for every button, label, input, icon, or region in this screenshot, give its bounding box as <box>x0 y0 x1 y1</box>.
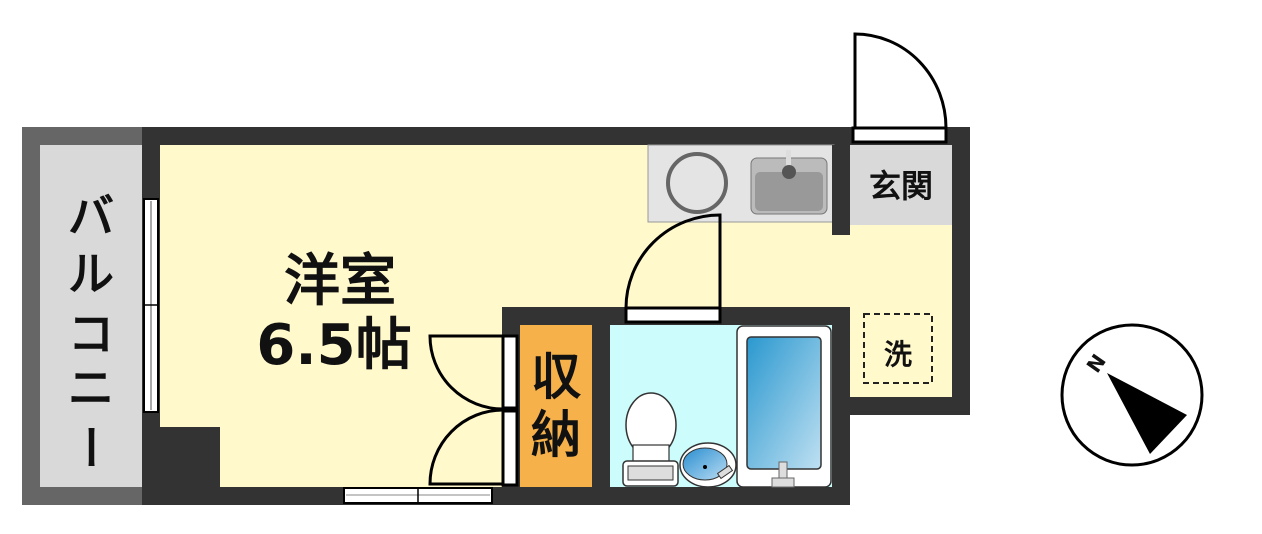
storage-label-2: 納 <box>531 406 581 464</box>
bottom-window <box>343 487 493 504</box>
washer-area <box>863 313 933 384</box>
western-room <box>160 145 952 487</box>
room-size: 6.5帖 <box>256 313 411 378</box>
wash-basin-icon <box>679 442 737 488</box>
svg-text:ル: ル <box>68 247 114 301</box>
kitchen-counter <box>647 144 850 235</box>
bathroom <box>610 307 832 488</box>
compass-icon: N <box>1060 323 1204 467</box>
svg-text:バ: バ <box>68 189 114 243</box>
svg-text:コ: コ <box>68 307 114 361</box>
toilet-icon <box>622 392 679 487</box>
washer-label: 洗 <box>884 338 912 371</box>
storage-label-1: 収 <box>531 348 581 406</box>
svg-text:ー: ー <box>63 424 117 470</box>
entrance-label: 玄関 <box>869 167 933 205</box>
balcony-window <box>143 198 159 413</box>
entrance <box>850 32 952 397</box>
bathroom-door <box>624 213 722 324</box>
svg-text:ニ: ニ <box>68 361 114 415</box>
stove-burner-icon <box>666 152 728 214</box>
room-name: 洋室 <box>284 249 396 314</box>
balcony <box>22 127 144 505</box>
storage-doors <box>428 334 519 487</box>
balcony-label: バ ル コ ニ ー <box>63 189 117 470</box>
